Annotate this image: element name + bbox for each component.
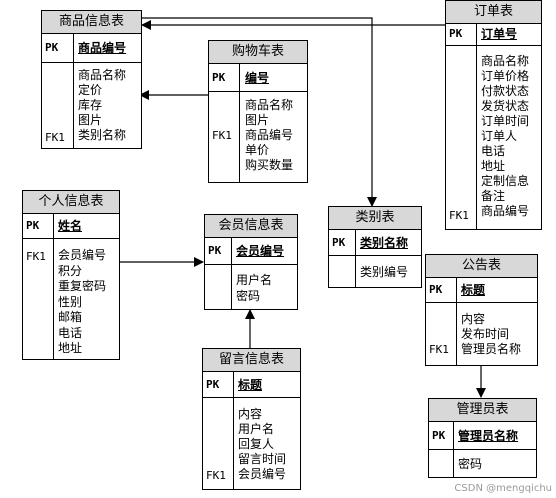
admin-fields: 密码 — [458, 457, 483, 471]
personal-table-title: 个人信息表 — [23, 191, 119, 214]
order-table-title: 订单表 — [446, 1, 541, 24]
message-pk-row — [203, 371, 300, 398]
product-fk-tag: FK1 — [45, 131, 65, 144]
category-table: 类别表 PK 类别名称 类别编号 — [328, 206, 422, 288]
product-pk-name: 商品编号 — [78, 41, 127, 55]
order-pk-name: 订单号 — [481, 27, 518, 41]
admin-table: 管理员表 PK 管理员名称 密码 — [428, 398, 537, 478]
message-fk-tag: FK1 — [206, 469, 226, 482]
notice-table: 公告表 PK 标题 内容 发布时间 管理员名称 FK1 — [425, 254, 538, 366]
member-pk-tag: PK — [208, 244, 222, 257]
notice-fk-tag: FK1 — [429, 343, 449, 356]
product-table-title: 商品信息表 — [42, 11, 141, 34]
personal-fields: 会员编号 积分 重复密码 性别 邮箱 电话 地址 — [58, 248, 107, 355]
personal-pk-name: 姓名 — [58, 219, 83, 233]
product-pk-tag: PK — [45, 41, 59, 54]
order-pk-row — [446, 23, 541, 46]
order-pk-tag: PK — [449, 27, 463, 40]
member-pk-name: 会员编号 — [236, 244, 285, 258]
notice-pk-tag: PK — [429, 283, 443, 296]
message-table: 留言信息表 PK 标题 内容 用户名 回复人 留言时间 会员编号 FK1 — [202, 348, 301, 490]
category-fields: 类别编号 — [360, 265, 409, 279]
cart-fields: 商品名称 图片 商品编号 单价 购买数量 — [245, 98, 294, 172]
admin-pk-tag: PK — [432, 429, 446, 442]
cart-table: 购物车表 PK 编号 商品名称 图片 商品编号 单价 购买数量 FK1 — [208, 40, 308, 183]
order-fk-tag: FK1 — [449, 209, 469, 222]
category-table-title: 类别表 — [329, 207, 421, 230]
cart-pk-name: 编号 — [245, 71, 270, 85]
personal-table: 个人信息表 PK 姓名 会员编号 积分 重复密码 性别 邮箱 电话 地址 FK1 — [22, 190, 120, 360]
cart-table-title: 购物车表 — [209, 41, 307, 64]
admin-table-title: 管理员表 — [429, 399, 536, 422]
notice-fields: 内容 发布时间 管理员名称 — [461, 312, 522, 356]
category-pk-tag: PK — [332, 236, 346, 249]
product-table: 商品信息表 PK 商品编号 商品名称 定价 库存 图片 类别名称 FK1 — [41, 10, 142, 149]
notice-pk-name: 标题 — [461, 283, 486, 297]
personal-fk-tag: FK1 — [26, 250, 46, 263]
message-fields: 内容 用户名 回复人 留言时间 会员编号 — [238, 407, 287, 481]
notice-pk-row — [426, 277, 537, 303]
admin-pk-row — [429, 421, 536, 450]
member-pk-row — [205, 237, 297, 265]
member-table-title: 会员信息表 — [205, 215, 297, 238]
product-pk-row — [42, 33, 141, 63]
cart-pk-row — [209, 63, 307, 92]
member-fields: 用户名 密码 — [236, 273, 273, 303]
order-fields: 商品名称 订单价格 付款状态 发货状态 订单时间 订单人 电话 地址 定制信息 … — [481, 54, 530, 218]
relation-product-to-category — [142, 17, 377, 207]
personal-pk-tag: PK — [26, 219, 40, 232]
category-pk-row — [329, 229, 421, 256]
message-pk-tag: PK — [206, 378, 220, 391]
watermark: CSDN @mengqichu — [454, 483, 552, 494]
message-table-title: 留言信息表 — [203, 349, 300, 372]
notice-table-title: 公告表 — [426, 255, 537, 278]
admin-pk-name: 管理员名称 — [458, 429, 519, 443]
message-pk-name: 标题 — [238, 378, 263, 392]
cart-fk-tag: FK1 — [212, 129, 232, 142]
product-fields: 商品名称 定价 库存 图片 类别名称 — [78, 68, 127, 142]
member-table: 会员信息表 PK 会员编号 用户名 密码 — [204, 214, 298, 310]
personal-pk-row — [23, 213, 119, 239]
order-table: 订单表 PK 订单号 商品名称 订单价格 付款状态 发货状态 订单时间 订单人 … — [445, 0, 542, 230]
cart-pk-tag: PK — [212, 71, 226, 84]
category-pk-name: 类别名称 — [360, 236, 409, 250]
